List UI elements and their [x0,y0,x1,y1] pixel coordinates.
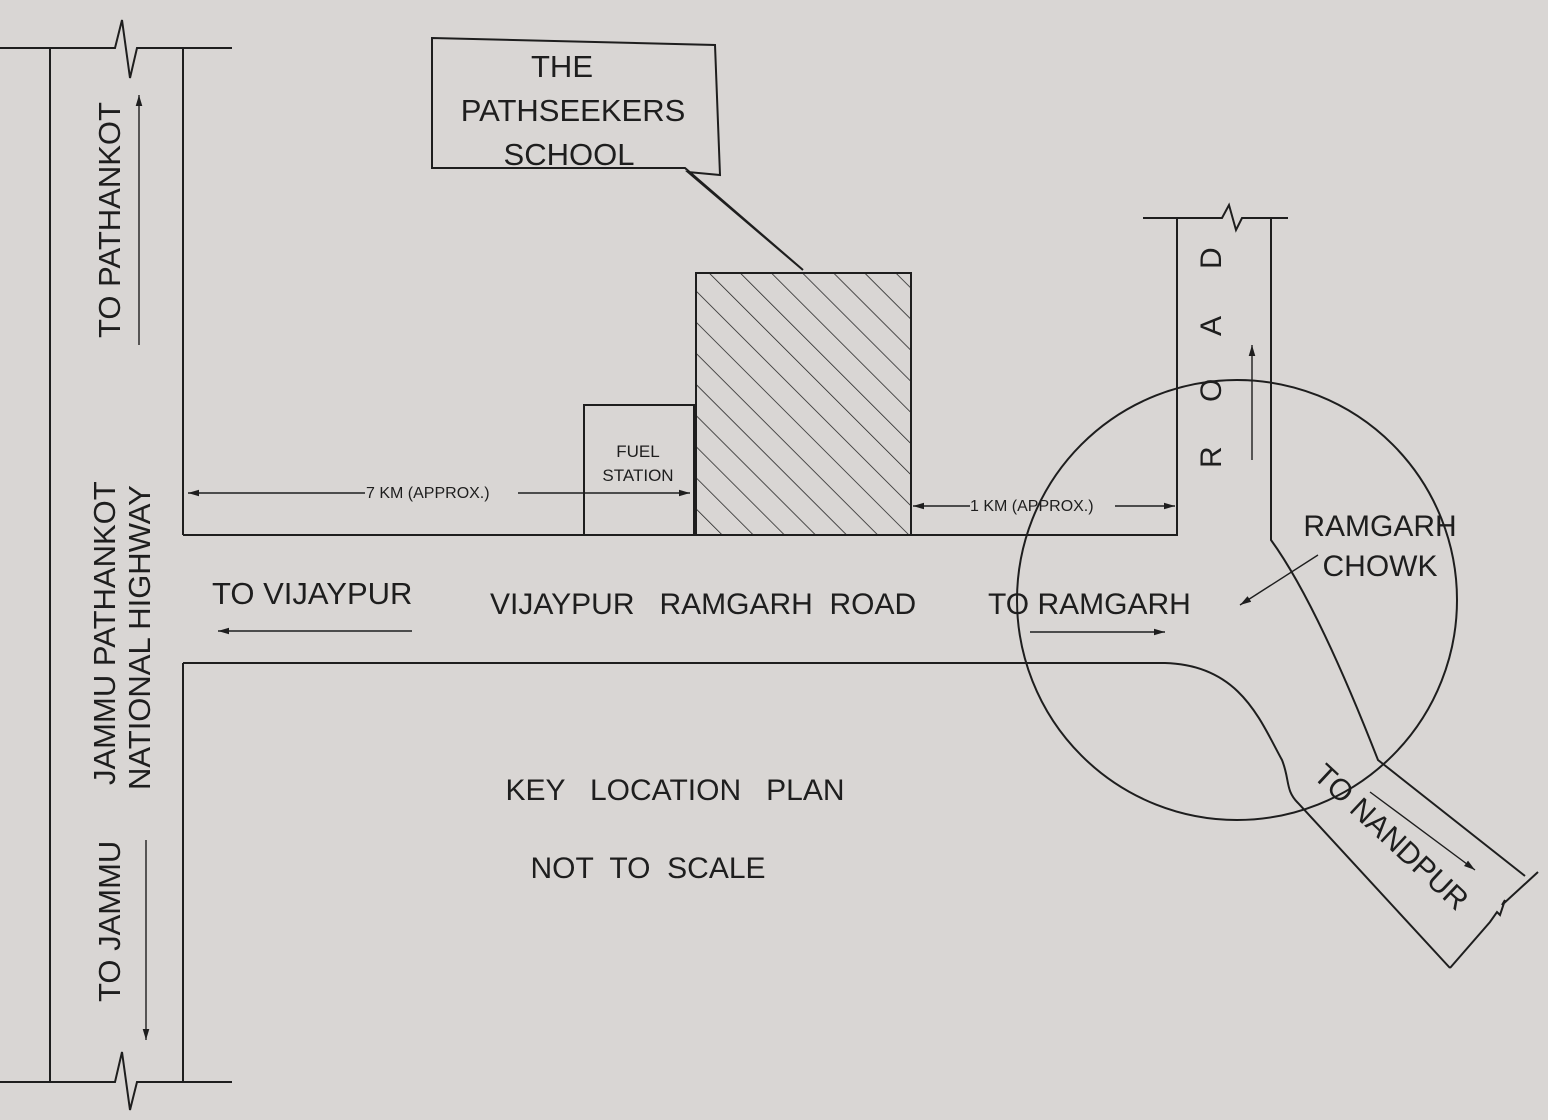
north-break-line [1143,202,1288,233]
nandpur-arrow [1369,791,1476,871]
highway-label-line1: JAMMU PATHANKOT [87,481,122,785]
road-letter-o: O [1195,379,1228,402]
school-label-line2: PATHSEEKERS [461,93,686,128]
school-callout-box [431,36,804,271]
road-letter-r: R [1195,446,1228,468]
fuel-station-label-line1: FUEL [616,442,659,461]
national-highway [0,19,232,1111]
ramgarh-chowk-label-line2: CHOWK [1323,550,1438,583]
bottom-break-line [0,1051,232,1111]
highway-label-line2: NATIONAL HIGHWAY [122,485,157,790]
school-building [695,272,912,536]
road-letter-d: D [1195,247,1228,269]
distance-west-label: 7 KM (APPROX.) [366,485,490,502]
to-nandpur-label: TO NANDPUR [1307,758,1474,917]
to-pathankot-label: TO PATHANKOT [92,102,127,338]
to-vijaypur-label: TO VIJAYPUR [212,576,412,611]
nandpur-break-line [1449,871,1539,969]
fuel-station-box [583,404,695,536]
ramgarh-chowk-label-line1: RAMGARH [1303,510,1456,543]
chowk-pointer-arrow [1239,554,1319,606]
school-label-line3: SCHOOL [504,137,635,172]
road-letter-a: A [1195,316,1228,336]
school-label-line1: THE [531,49,593,84]
to-ramgarh-label: TO RAMGARH [988,588,1191,621]
road-letters: R O A D [1195,247,1228,468]
distance-east-label: 1 KM (APPROX.) [970,498,1094,515]
plan-note: NOT TO SCALE [530,852,765,885]
fuel-station-label-line2: STATION [602,466,673,485]
plan-title: KEY LOCATION PLAN [506,774,845,807]
to-jammu-label: TO JAMMU [92,841,127,1002]
ramgarh-chowk-circle [1016,379,1458,821]
vijaypur-ramgarh-road [183,202,1539,969]
road-name-label: VIJAYPUR RAMGARH ROAD [490,588,916,621]
top-break-line [0,19,232,79]
